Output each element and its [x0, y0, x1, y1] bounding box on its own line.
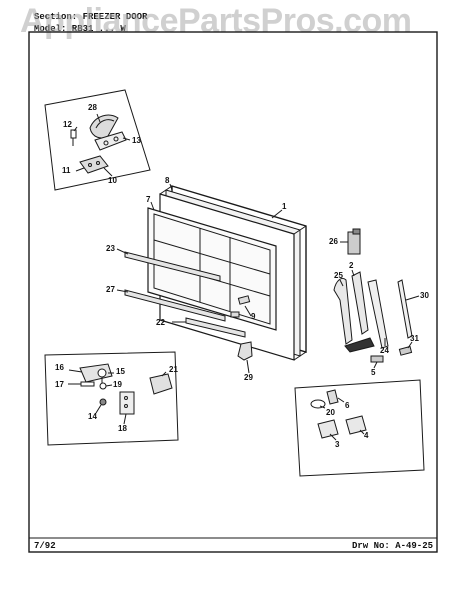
callout-6: 6: [345, 401, 350, 410]
retainer-clip-part: [237, 295, 251, 305]
callout-19: 19: [113, 380, 122, 389]
callout-11: 11: [62, 166, 71, 175]
callout-13: 13: [132, 136, 141, 145]
drawing-border: [28, 31, 438, 553]
end-cap-part: [370, 355, 384, 363]
callout-17: 17: [55, 380, 64, 389]
washer-part: [99, 382, 107, 390]
screw-part-2: [99, 398, 107, 406]
hinge-pin-part: [80, 381, 95, 387]
cap-part: [326, 389, 339, 405]
callout-22: 22: [156, 318, 165, 327]
hinge-part: [79, 363, 113, 383]
callout-31: 31: [410, 334, 419, 343]
hinge-bracket-part: [94, 131, 127, 151]
hinge-shim-part: [79, 155, 109, 174]
cap-ring-part: [310, 399, 326, 409]
callout-23: 23: [106, 244, 115, 253]
callout-1: 1: [282, 202, 287, 211]
handle-trim-part: [367, 279, 389, 349]
callout-30: 30: [420, 291, 429, 300]
callout-10: 10: [108, 176, 117, 185]
hinge-plate-part: [119, 391, 135, 415]
callout-28: 28: [88, 103, 97, 112]
model-title: Model: RB31 ... W: [34, 24, 126, 34]
callout-9: 9: [251, 312, 256, 321]
callout-20: 20: [326, 408, 335, 417]
callout-16: 16: [55, 363, 64, 372]
handle-part: [351, 271, 369, 335]
callout-15: 15: [116, 367, 125, 376]
callout-4: 4: [364, 431, 369, 440]
plug-part: [398, 345, 413, 356]
door-stop-part: [237, 341, 253, 361]
shelf-retainer-part: [185, 317, 246, 338]
callout-3: 3: [335, 440, 340, 449]
callout-5: 5: [371, 368, 376, 377]
callout-27: 27: [106, 285, 115, 294]
hinge-cover-plate-part: [149, 373, 173, 395]
callout-29: 29: [244, 373, 253, 382]
callout-8: 8: [165, 176, 170, 185]
retainer-clip-part-2: [230, 311, 240, 318]
callout-12: 12: [63, 120, 72, 129]
end-cap-left-part: [317, 419, 339, 439]
door-shelf-lower-part: [124, 289, 226, 322]
callout-21: 21: [169, 365, 178, 374]
callout-7: 7: [146, 195, 151, 204]
callout-25: 25: [334, 271, 343, 280]
end-cap-right-part: [345, 415, 367, 435]
revision-date: 7/92: [34, 541, 56, 551]
door-shelf-part: [124, 251, 221, 282]
callout-24: 24: [380, 346, 389, 355]
hinge-hardware-group-box: [44, 351, 179, 446]
callout-14: 14: [88, 412, 97, 421]
handle-caps-group-box: [294, 379, 425, 477]
screw-part: [70, 129, 77, 139]
handle-base-part: [344, 337, 375, 353]
callout-26: 26: [329, 237, 338, 246]
hinge-cover-group-box: [44, 89, 151, 191]
callout-2: 2: [349, 261, 354, 270]
hinge-cover-part: [89, 114, 119, 139]
handle-bracket-part: [347, 231, 361, 255]
section-title: Section: FREEZER DOOR: [34, 12, 148, 22]
door-handle-part: [333, 277, 353, 345]
drawing-number: Drw No: A-49-25: [352, 541, 434, 551]
callout-18: 18: [118, 424, 127, 433]
handle-insert-part: [397, 279, 413, 339]
